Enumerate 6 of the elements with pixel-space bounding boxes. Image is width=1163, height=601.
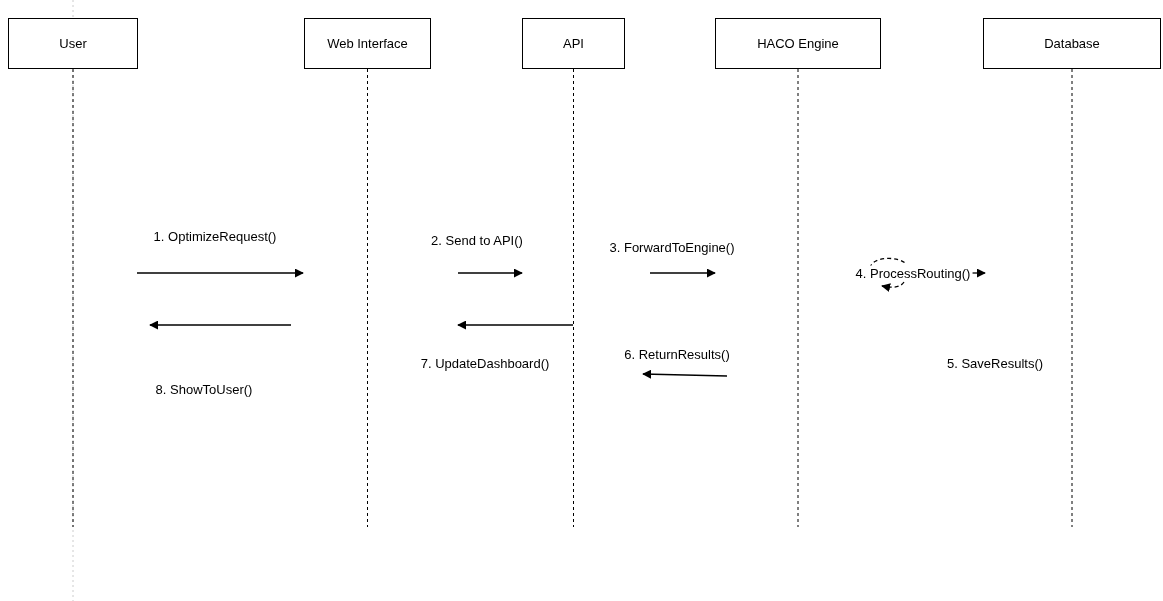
participant-box: Database <box>983 18 1161 69</box>
participant-box: HACO Engine <box>715 18 881 69</box>
participant-box: User <box>8 18 138 69</box>
participant-box: Web Interface <box>304 18 431 69</box>
participant-box: API <box>522 18 625 69</box>
message-label: 4. ProcessRouting() <box>853 265 973 281</box>
